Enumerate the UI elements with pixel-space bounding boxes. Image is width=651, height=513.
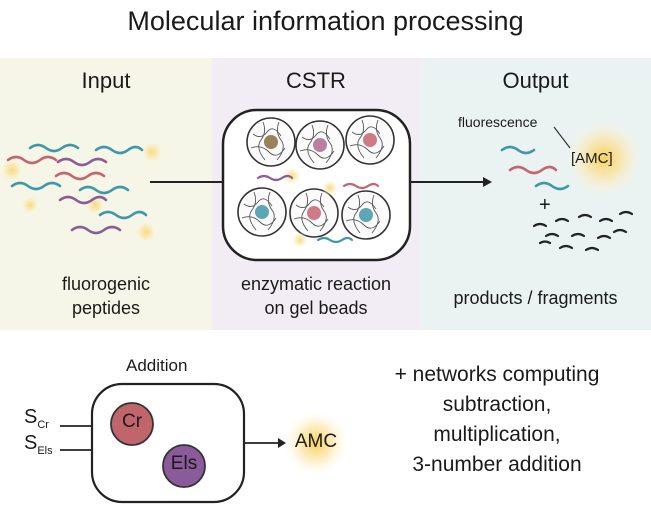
amc-output-glow xyxy=(284,411,348,475)
gel-bead xyxy=(237,187,287,237)
fluorescence-leader xyxy=(553,126,571,149)
input-heading: Input xyxy=(81,68,131,93)
output-products xyxy=(500,120,642,252)
amc-output-label: AMC xyxy=(294,431,338,452)
peptide xyxy=(6,155,58,165)
amc-label: [AMC] xyxy=(571,150,613,167)
input-s-els: SEls xyxy=(24,432,53,457)
glow-dot xyxy=(21,196,39,214)
peptide xyxy=(508,165,558,175)
peptide xyxy=(58,195,108,205)
peptide xyxy=(28,143,80,153)
output-caption: products / fragments xyxy=(453,288,618,308)
glow-dot xyxy=(141,141,163,163)
gel-bead xyxy=(295,120,345,170)
peptide xyxy=(534,181,570,191)
cstr-reactor xyxy=(221,108,412,262)
peptide xyxy=(78,185,130,195)
arrowhead xyxy=(278,438,286,448)
plus-sign: + xyxy=(539,194,551,216)
glow-dot xyxy=(135,221,157,243)
input-s-cr: SCr xyxy=(24,406,49,431)
cstr-caption: enzymatic reaction on gel beads xyxy=(240,274,392,318)
fluorescence-label: fluorescence xyxy=(458,114,538,130)
gel-bead xyxy=(289,188,339,238)
enzyme-els xyxy=(162,444,206,488)
arrowhead xyxy=(483,177,492,187)
addition-heading: Addition xyxy=(126,356,188,375)
input-caption: fluorogenic peptides xyxy=(61,274,151,318)
networks-text: + networks computing subtraction, multip… xyxy=(394,363,600,476)
peptide xyxy=(316,236,354,244)
enzyme-els-label: Els xyxy=(170,453,198,474)
gel-bead xyxy=(246,117,296,167)
peptide xyxy=(98,210,148,220)
addition-reactor xyxy=(90,382,246,504)
peptide xyxy=(94,145,144,155)
peptide xyxy=(70,225,122,235)
enzyme-cr-label: Cr xyxy=(121,411,143,432)
peptide xyxy=(56,157,108,167)
input-peptides xyxy=(0,141,163,243)
peptide xyxy=(54,171,106,181)
peptide xyxy=(500,145,536,155)
peptide xyxy=(342,182,380,190)
output-heading: Output xyxy=(502,68,569,93)
fragments xyxy=(532,210,634,252)
gel-bead xyxy=(345,115,395,165)
diagram-title: Molecular information processing xyxy=(127,6,524,36)
cstr-heading: CSTR xyxy=(286,68,346,93)
peptide xyxy=(256,174,294,182)
gel-bead xyxy=(341,190,391,240)
glow-dot xyxy=(0,158,24,182)
peptide xyxy=(10,181,62,191)
addition-network xyxy=(60,382,348,504)
amc-glow xyxy=(566,120,642,196)
enzyme-cr xyxy=(110,402,154,446)
